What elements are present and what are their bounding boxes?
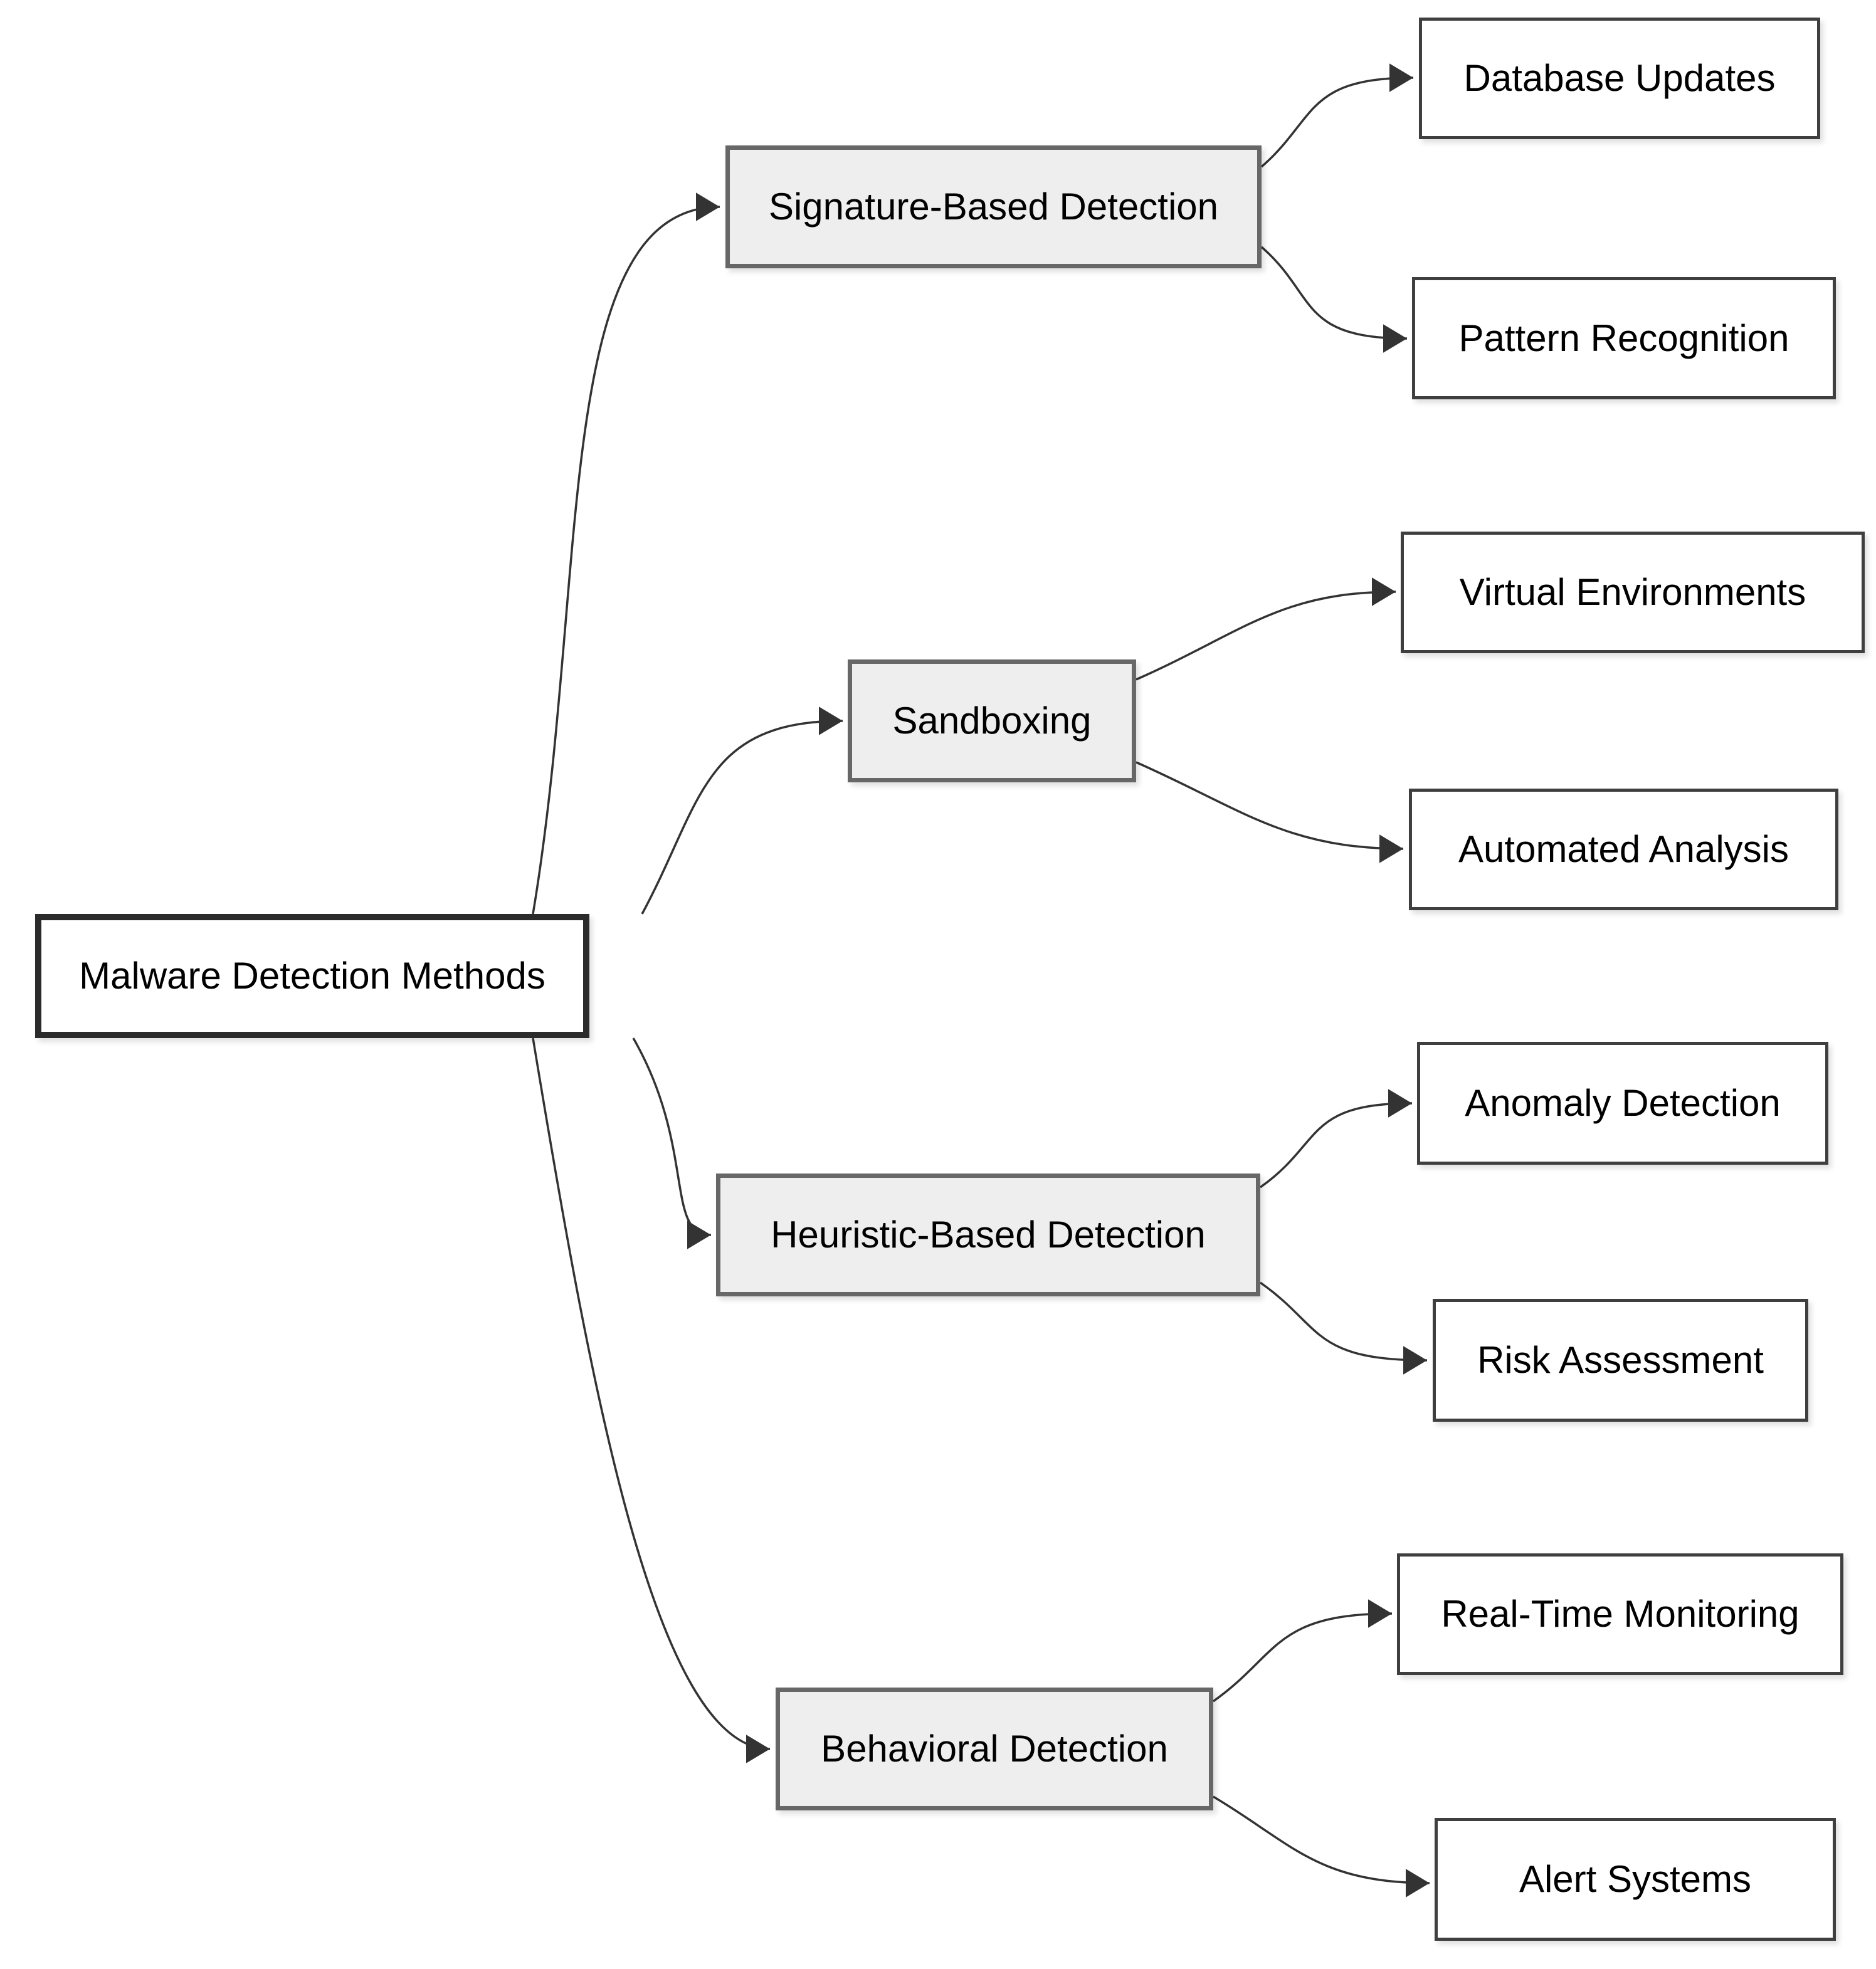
node-signature-based-detection: Signature-Based Detection (725, 145, 1262, 268)
node-behavioral-detection: Behavioral Detection (776, 1688, 1213, 1810)
node-anomaly-detection: Anomaly Detection (1417, 1042, 1828, 1165)
edge-sandboxing-to-automated-analysis (1136, 761, 1404, 863)
edge-behavioral-to-alert-systems (1213, 1795, 1430, 1898)
edge-root-to-signature (532, 192, 720, 915)
edge-root-to-sandboxing (641, 706, 843, 915)
edge-sandboxing-to-virtual-environments (1136, 577, 1396, 681)
edge-root-to-heuristic (632, 1037, 712, 1249)
edge-heuristic-to-anomaly-detection (1259, 1089, 1413, 1189)
node-real-time-monitoring: Real-Time Monitoring (1397, 1553, 1843, 1675)
node-heuristic-based-detection: Heuristic-Based Detection (716, 1174, 1260, 1296)
node-database-updates: Database Updates (1419, 18, 1820, 139)
edge-root-to-behavioral (532, 1037, 771, 1763)
node-virtual-environments: Virtual Environments (1401, 532, 1865, 653)
edge-heuristic-to-risk-assessment (1259, 1281, 1428, 1375)
edge-signature-to-pattern-recognition (1260, 246, 1408, 353)
node-sandboxing: Sandboxing (848, 659, 1136, 782)
node-automated-analysis: Automated Analysis (1409, 789, 1838, 910)
edge-signature-to-database-updates (1260, 63, 1414, 168)
node-malware-detection-methods: Malware Detection Methods (35, 914, 589, 1038)
node-pattern-recognition: Pattern Recognition (1412, 277, 1836, 399)
node-risk-assessment: Risk Assessment (1433, 1299, 1808, 1422)
edge-behavioral-to-real-time-monitoring (1212, 1599, 1393, 1703)
node-alert-systems: Alert Systems (1435, 1818, 1836, 1941)
